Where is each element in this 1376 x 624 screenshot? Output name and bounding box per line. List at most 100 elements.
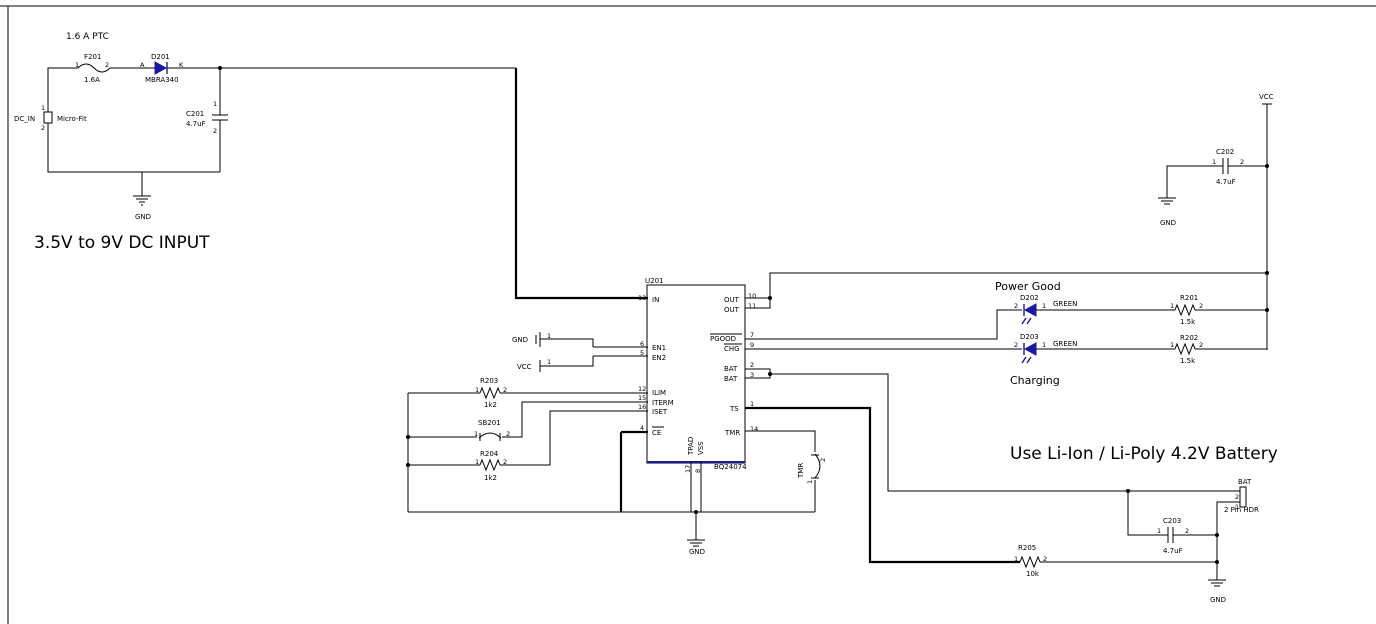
wire-bat-join xyxy=(745,368,771,379)
r202-value: 1.5k xyxy=(1180,357,1196,365)
fuse-f201-ref: F201 xyxy=(84,53,101,61)
c201-ref: C201 xyxy=(186,110,204,118)
pin-name-iterm: ITERM xyxy=(652,399,674,407)
r202-ref: R202 xyxy=(1180,334,1198,342)
pin-name-tpad: TPAD xyxy=(687,437,695,456)
d202-ray1 xyxy=(1021,317,1027,325)
pin-num-7: 7 xyxy=(750,331,754,339)
pin-num-8: 8 xyxy=(694,469,702,473)
current-set-section: R203 1k2 1 2 SB201 1 2 R204 1k2 1 2 xyxy=(406,377,815,513)
r202-pin1: 1 xyxy=(1170,341,1174,349)
pin-name-ilim: ILIM xyxy=(652,389,666,397)
d202-value: GREEN xyxy=(1053,300,1077,308)
r205-symbol xyxy=(1019,555,1041,569)
r203-pin1: 1 xyxy=(475,386,479,394)
pin-name-ce: CE xyxy=(652,429,661,437)
wire-in-top xyxy=(47,67,78,112)
r205-pin1: 1 xyxy=(1014,555,1018,563)
gnd-in-label: GND xyxy=(135,213,151,221)
d203-value: GREEN xyxy=(1053,340,1077,348)
r203-ref: R203 xyxy=(480,377,498,385)
tmr-pin2: 2 xyxy=(819,458,827,462)
enable-section: GND 1 VCC 1 xyxy=(512,332,594,372)
wire-out-join xyxy=(745,297,771,309)
battery-note: Use Li-Ion / Li-Poly 4.2V Battery xyxy=(1010,444,1278,464)
gnd-c202-label: GND xyxy=(1160,219,1176,227)
pin-num-16: 16 xyxy=(638,403,646,411)
pin-name-bat1: BAT xyxy=(724,365,738,373)
tmr-jumper-symbol xyxy=(814,453,821,479)
fuse-f201-symbol xyxy=(77,63,111,73)
sb201-pin1: 1 xyxy=(474,430,478,438)
en-vcc-label: VCC xyxy=(517,363,532,371)
wire-in-bot xyxy=(47,123,220,173)
r203-pin2: 2 xyxy=(503,386,507,394)
r204-symbol xyxy=(479,458,501,472)
pin-num-6: 6 xyxy=(640,340,644,348)
pin-num-14: 14 xyxy=(750,425,758,433)
fuse-pin1: 1 xyxy=(75,61,79,69)
c202-value: 4.7uF xyxy=(1216,178,1236,186)
c203-pin2: 2 xyxy=(1185,527,1189,535)
r205-pin2: 2 xyxy=(1043,555,1047,563)
r204-ref: R204 xyxy=(480,450,499,458)
wire-c203-left xyxy=(1127,491,1168,536)
pin-name-iset: ISET xyxy=(652,408,668,416)
wire-bat-gnd xyxy=(1216,501,1240,580)
dc-in-pin1: 1 xyxy=(41,104,45,112)
dc-in-pin2: 2 xyxy=(41,124,45,132)
wire-sb201-iterm xyxy=(502,401,648,438)
c201-pin1: 1 xyxy=(213,100,217,108)
fuse-pin2: 2 xyxy=(105,61,109,69)
sb201-pin2: 2 xyxy=(506,430,510,438)
pin-num-3: 3 xyxy=(750,371,754,379)
wire-tmr xyxy=(745,430,816,452)
wire-bat-main xyxy=(770,373,1240,492)
bat-value: 2 Pin HDR xyxy=(1224,506,1259,514)
pin-num-2: 2 xyxy=(750,361,754,369)
dc-in-ref: DC_IN xyxy=(14,115,35,123)
tmr-pin1: 1 xyxy=(806,480,814,484)
gnd-bat-label: GND xyxy=(1210,596,1226,604)
diode-d201-value: MBRA340 xyxy=(145,76,179,84)
ptc-note: 1.6 A PTC xyxy=(66,32,109,42)
pin-name-vss: VSS xyxy=(697,441,705,455)
pin-name-chg: CHG xyxy=(724,345,740,353)
tmr-section: TMR 2 1 xyxy=(745,430,827,512)
r205-value: 10k xyxy=(1026,570,1040,578)
sb201-ref: SB201 xyxy=(478,419,501,427)
pin-name-bat2: BAT xyxy=(724,375,738,383)
r201-symbol xyxy=(1174,303,1196,317)
wire-ts xyxy=(745,406,1020,564)
bat-header xyxy=(1239,486,1247,508)
wire-r202-vcc xyxy=(1195,340,1268,350)
pin-num-5: 5 xyxy=(640,349,644,357)
r204-value: 1k2 xyxy=(484,474,497,482)
wire-en-vcc xyxy=(540,356,594,367)
r201-ref: R201 xyxy=(1180,294,1198,302)
pin-name-in: IN xyxy=(652,296,659,304)
wire-vin-ic xyxy=(514,68,648,300)
d203-pin1: 1 xyxy=(1042,341,1046,349)
sb201-symbol xyxy=(478,432,502,439)
ic-ref: U201 xyxy=(645,277,663,285)
charging-note: Charging xyxy=(1010,374,1060,387)
en-vcc-pin: 1 xyxy=(547,358,551,366)
r201-value: 1.5k xyxy=(1180,318,1196,326)
d202-ref: D202 xyxy=(1020,294,1039,302)
r201-pin1: 1 xyxy=(1170,302,1174,310)
en-gnd-pin: 1 xyxy=(547,332,551,340)
pin-num-1: 1 xyxy=(750,400,754,408)
r203-symbol xyxy=(479,386,501,400)
c203-ref: C203 xyxy=(1163,517,1181,525)
c201-pin2: 2 xyxy=(213,127,217,135)
d202-pin1: 1 xyxy=(1042,302,1046,310)
pin-name-ts: TS xyxy=(729,405,739,413)
wire-pgood xyxy=(745,309,1022,340)
bat-ref: BAT xyxy=(1238,478,1252,486)
pin-num-11: 11 xyxy=(748,302,756,310)
r204-pin1: 1 xyxy=(475,458,479,466)
pin-name-en1: EN1 xyxy=(652,344,666,352)
gnd-ic-label: GND xyxy=(689,548,705,556)
